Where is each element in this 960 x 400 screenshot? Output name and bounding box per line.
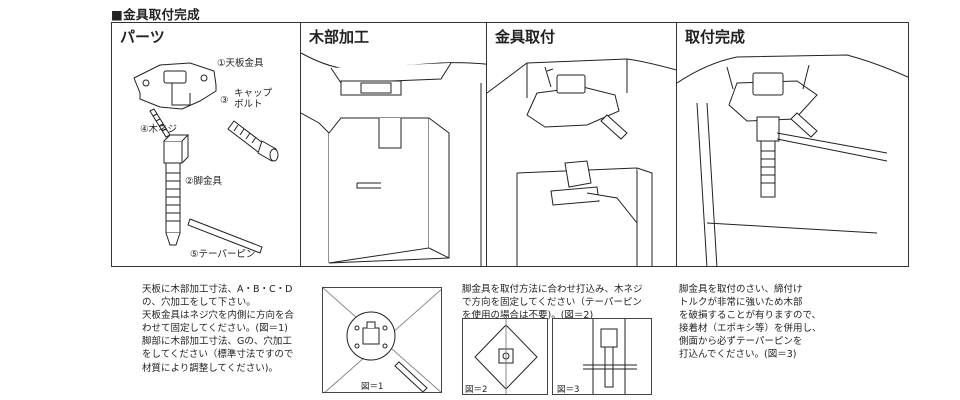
- figure-2: 図＝2: [462, 318, 548, 395]
- description-wood-processing: 天板に木部加工寸法、A・B・C・D の、穴加工をして下さい。 天板金具はネジ穴を…: [142, 284, 295, 374]
- figure-1-drawing: [323, 288, 441, 392]
- parts-panel-title: パーツ: [120, 28, 165, 46]
- figure-3-drawing: [583, 319, 637, 394]
- figure-2-drawing: [463, 319, 548, 395]
- label-cap-bolt-line1: キャップ: [234, 88, 273, 99]
- completed-panel: 取付完成: [676, 22, 909, 267]
- figure-3: 図＝3: [552, 318, 652, 395]
- label-leg-bracket: ②脚金具: [185, 176, 223, 187]
- figure-1: 図＝1: [322, 287, 442, 393]
- wood-panel-title: 木部加工: [309, 28, 370, 46]
- label-cap-bolt-line2: ボルト: [234, 99, 263, 110]
- figure-2-label: 図＝2: [465, 385, 488, 395]
- completed-illustration: [677, 23, 908, 266]
- label-cap-bolt-number: ③: [220, 95, 229, 106]
- figure-1-label: 図＝1: [361, 382, 384, 392]
- label-wood-screw: ④木ネジ: [140, 124, 178, 135]
- figure-3-label: 図＝3: [557, 385, 580, 395]
- label-top-plate-bracket: ①天板金具: [217, 58, 264, 69]
- description-mounting: 脚金具を取付方法に合わせ打込み、木ネジ で方向を固定してください（テーパーピン …: [462, 284, 643, 322]
- page-heading: ■金具取付完成: [111, 7, 200, 22]
- bracket-mounting-illustration: [487, 23, 718, 266]
- description-caution: 脚金具を取付のさい、締付け トルクが非常に強いため木部 を破損することが有ります…: [679, 284, 822, 361]
- done-panel-title: 取付完成: [685, 28, 746, 46]
- label-taper-pin: ⑤テーパーピン: [190, 249, 256, 260]
- mount-panel-title: 金具取付: [495, 28, 556, 46]
- parts-illustration: [112, 23, 344, 267]
